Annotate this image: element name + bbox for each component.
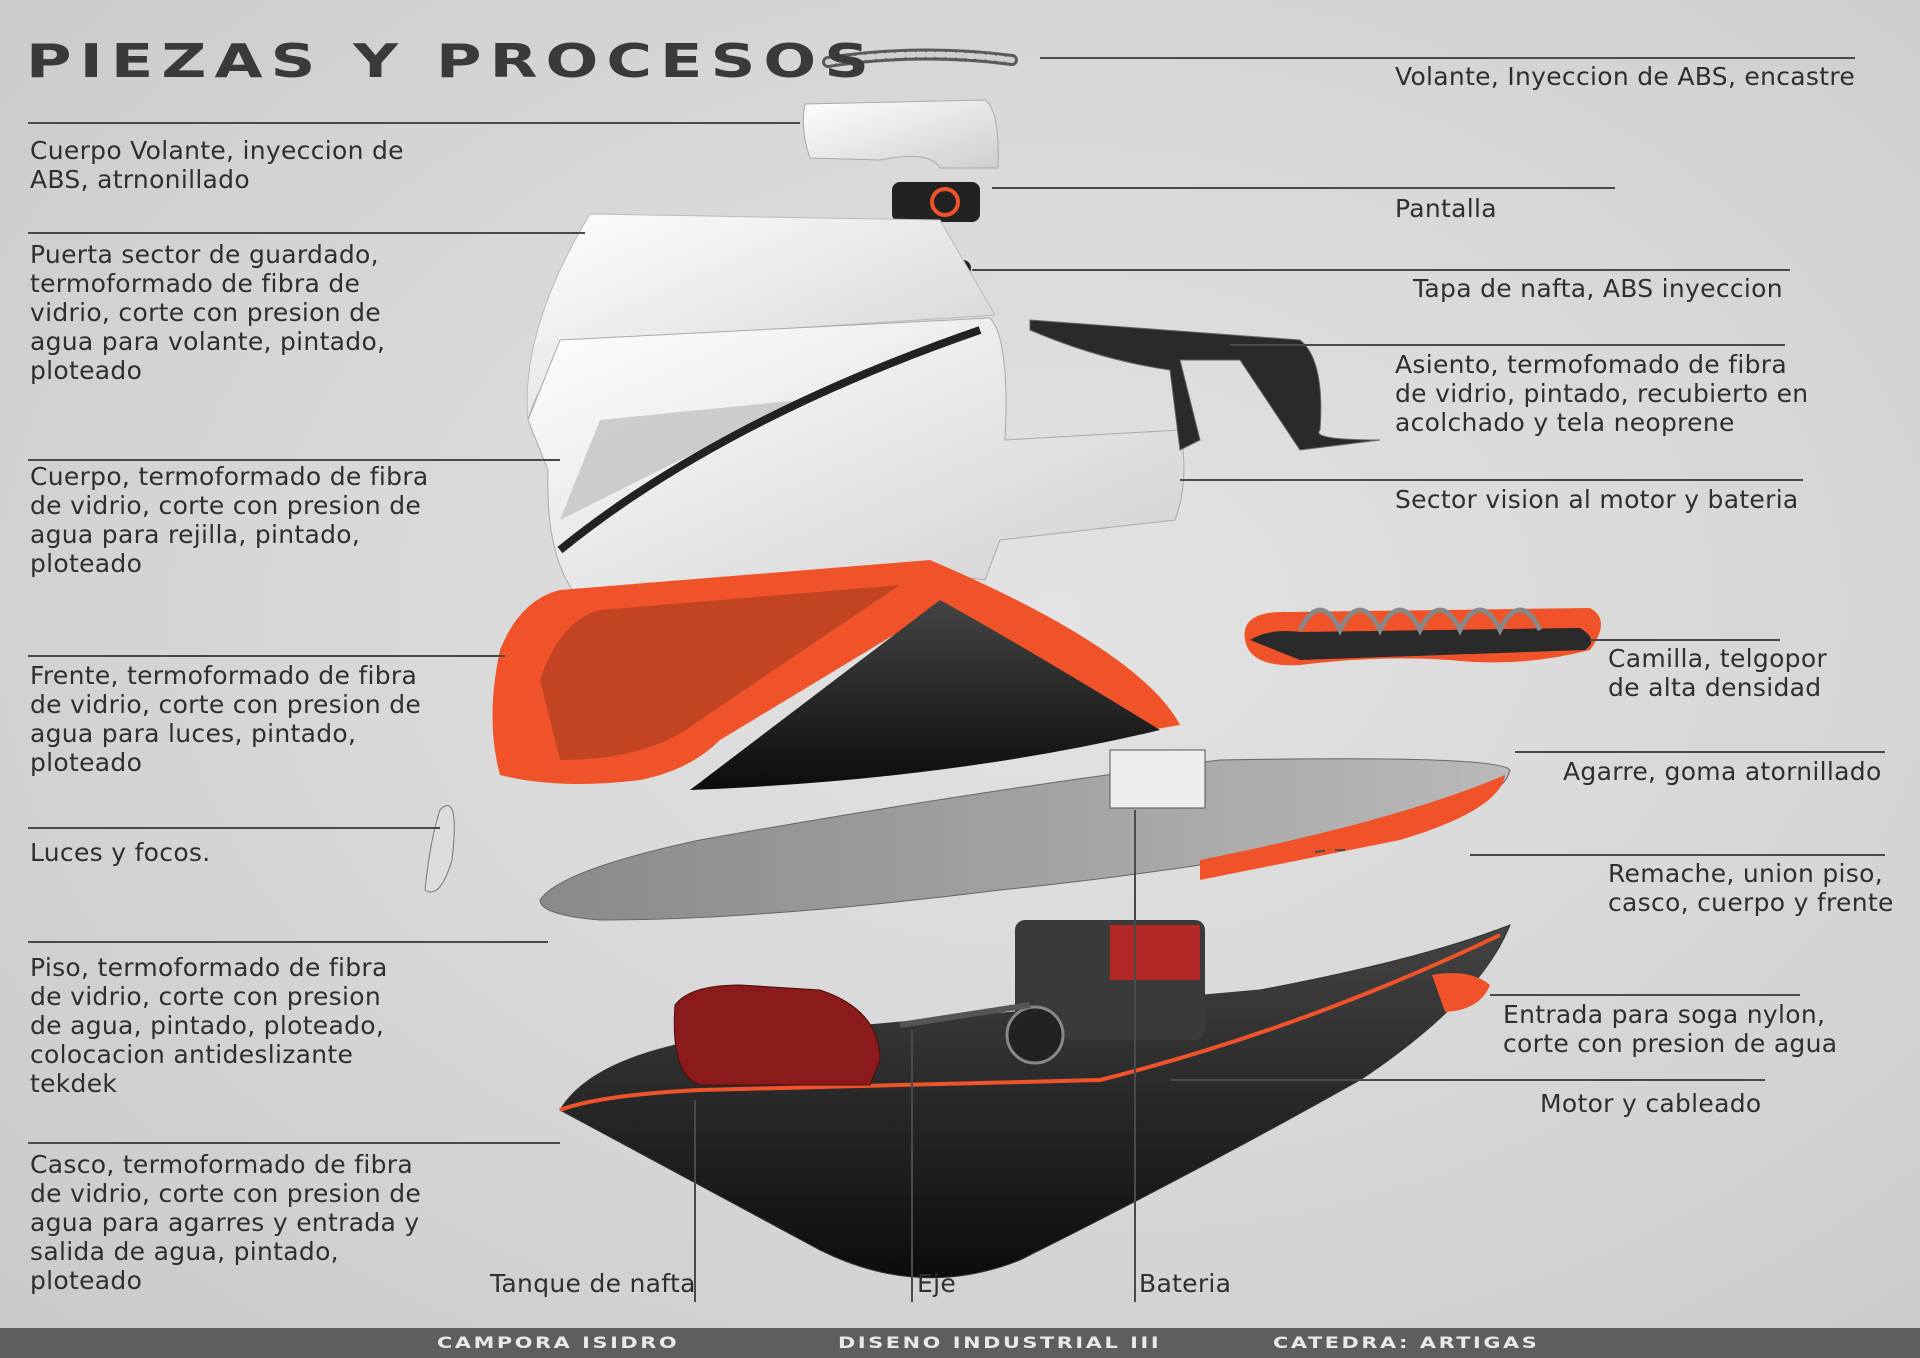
rope-inlet-part xyxy=(1432,972,1490,1012)
seat-part xyxy=(1029,319,1381,451)
label-floor: Piso, termoformado de fibra de vidrio, c… xyxy=(30,953,388,1098)
label-engine: Motor y cableado xyxy=(1540,1089,1762,1118)
fuel-tank-part xyxy=(673,984,881,1086)
label-steering-wheel: Volante, Inyeccion de ABS, encastre xyxy=(1395,62,1856,91)
label-lights: Luces y focos. xyxy=(30,838,211,867)
page-title: PIEZAS Y PROCESOS xyxy=(26,34,878,88)
label-steering-body: Cuerpo Volante, inyeccion de ABS, atrnon… xyxy=(30,136,404,194)
label-hull: Casco, termoformado de fibra de vidrio, … xyxy=(30,1150,422,1295)
label-body: Cuerpo, termoformado de fibra de vidrio,… xyxy=(30,462,429,578)
label-fuel-tank: Tanque de nafta xyxy=(490,1269,696,1298)
steering-wheel-part xyxy=(822,48,1018,68)
screen-part xyxy=(892,182,980,222)
label-shaft: Eje xyxy=(917,1269,957,1298)
label-mattress: Camilla, telgopor de alta densidad xyxy=(1608,644,1828,702)
lights-part xyxy=(424,805,455,893)
label-vision-sector: Sector vision al motor y bateria xyxy=(1395,485,1799,514)
hull-part xyxy=(559,924,1511,1279)
footer-chair: CATEDRA: ARTIGAS xyxy=(1273,1333,1540,1352)
steering-body-part xyxy=(802,99,999,169)
label-seat: Asiento, termofomado de fibra de vidrio,… xyxy=(1395,350,1809,437)
label-grip: Agarre, goma atornillado xyxy=(1563,757,1882,786)
footer-course: DISENO INDUSTRIAL III xyxy=(838,1333,1162,1352)
label-rope-inlet: Entrada para soga nylon, corte con presi… xyxy=(1503,1000,1838,1058)
label-storage-door: Puerta sector de guardado, termoformado … xyxy=(30,240,386,385)
battery-part xyxy=(1109,749,1206,809)
label-front: Frente, termoformado de fibra de vidrio,… xyxy=(30,661,422,777)
footer-author: CAMPORA ISIDRO xyxy=(437,1333,680,1352)
mattress-part xyxy=(1244,607,1601,666)
label-screen: Pantalla xyxy=(1395,194,1497,223)
label-fuel-cap: Tapa de nafta, ABS inyeccion xyxy=(1413,274,1783,303)
label-rivet: Remache, union piso, casco, cuerpo y fre… xyxy=(1608,859,1894,917)
footer-bar: CAMPORA ISIDRO DISENO INDUSTRIAL III CAT… xyxy=(0,1328,1920,1358)
shaft-part xyxy=(899,1002,1031,1028)
label-battery: Bateria xyxy=(1139,1269,1232,1298)
engine-part xyxy=(1005,920,1205,1065)
